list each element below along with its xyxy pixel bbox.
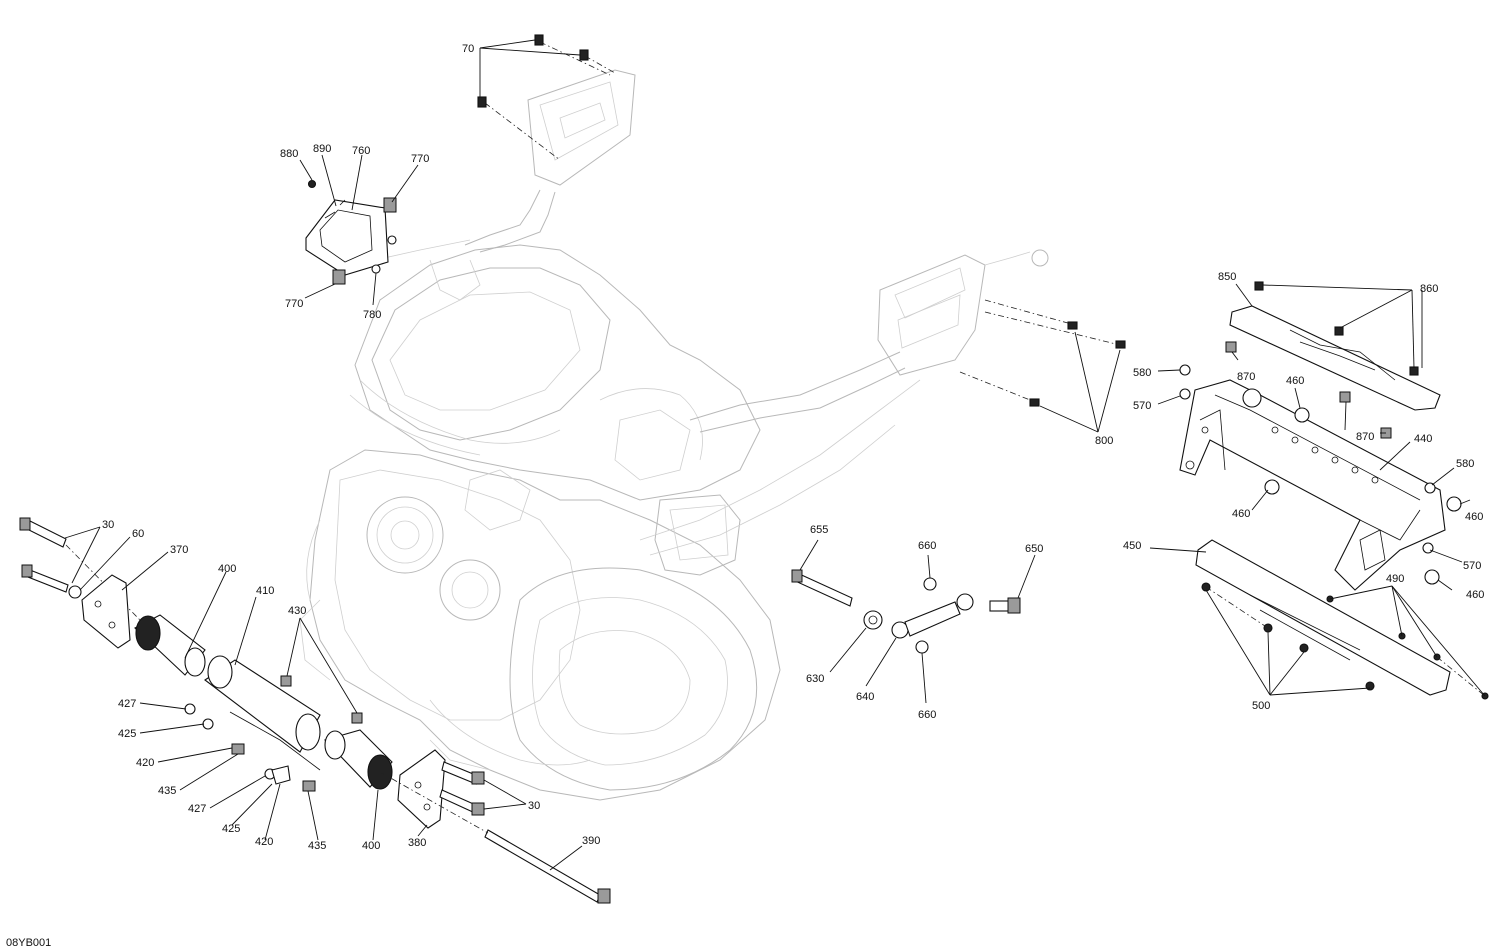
callout-570-right: 570 <box>1463 560 1481 572</box>
callout-427-bottom: 427 <box>188 803 206 815</box>
callout-770-top: 770 <box>411 153 429 165</box>
callout-435-bottom: 435 <box>308 840 326 852</box>
callout-580-right: 580 <box>1456 458 1474 470</box>
callout-870-top: 870 <box>1237 371 1255 383</box>
callout-800: 800 <box>1095 435 1113 447</box>
callout-450: 450 <box>1123 540 1141 552</box>
callout-770-bottom: 770 <box>285 298 303 310</box>
callout-440: 440 <box>1414 433 1432 445</box>
callout-580-top: 580 <box>1133 367 1151 379</box>
fasteners-800: 800 <box>959 299 1126 447</box>
relay-bracket-760: 880 890 760 770 770 780 <box>280 143 429 321</box>
diagram-code: 08YB001 <box>6 937 51 949</box>
callout-460-right: 460 <box>1465 511 1483 523</box>
callout-860: 860 <box>1420 283 1438 295</box>
callout-460-top: 460 <box>1286 375 1304 387</box>
callout-30-top: 30 <box>102 519 114 531</box>
callout-570-top: 570 <box>1133 400 1151 412</box>
callout-650: 650 <box>1025 543 1043 555</box>
callout-640: 640 <box>856 691 874 703</box>
link-rod-assembly-650: 655 660 650 630 640 660 <box>791 524 1043 721</box>
callout-430: 430 <box>288 605 306 617</box>
engine-ghost-outline <box>299 69 1049 801</box>
callout-460-left: 460 <box>1232 508 1250 520</box>
callout-390: 390 <box>582 835 600 847</box>
callout-880: 880 <box>280 148 298 160</box>
callout-435-top: 435 <box>158 785 176 797</box>
top-bracket-fasteners-70: 70 <box>462 34 616 161</box>
callout-410: 410 <box>256 585 274 597</box>
callout-850: 850 <box>1218 271 1236 283</box>
callout-420-top: 420 <box>136 757 154 769</box>
callout-380: 380 <box>408 837 426 849</box>
callout-420-bottom: 420 <box>255 836 273 848</box>
callout-870-mid: 870 <box>1356 431 1374 443</box>
callout-490: 490 <box>1386 573 1404 585</box>
callout-500: 500 <box>1252 700 1270 712</box>
callout-460-bottom: 460 <box>1466 589 1484 601</box>
callout-370: 370 <box>170 544 188 556</box>
callout-60: 60 <box>132 528 144 540</box>
callout-630: 630 <box>806 673 824 685</box>
callout-425-top: 425 <box>118 728 136 740</box>
callout-760: 760 <box>352 145 370 157</box>
callout-890: 890 <box>313 143 331 155</box>
callout-30-bottom: 30 <box>528 800 540 812</box>
callout-780: 780 <box>363 309 381 321</box>
callout-660-bottom: 660 <box>918 709 936 721</box>
callout-427-top: 427 <box>118 698 136 710</box>
rear-support-bracket-440: 850 860 580 870 460 570 870 440 580 460 … <box>1123 271 1489 712</box>
callout-660-top: 660 <box>918 540 936 552</box>
callout-70: 70 <box>462 43 474 55</box>
callout-425-bottom: 425 <box>222 823 240 835</box>
callout-400-top: 400 <box>218 563 236 575</box>
callout-400-bottom: 400 <box>362 840 380 852</box>
front-engine-mount-assembly: 30 60 370 400 410 430 427 425 420 435 42… <box>19 517 611 904</box>
callout-655: 655 <box>810 524 828 536</box>
